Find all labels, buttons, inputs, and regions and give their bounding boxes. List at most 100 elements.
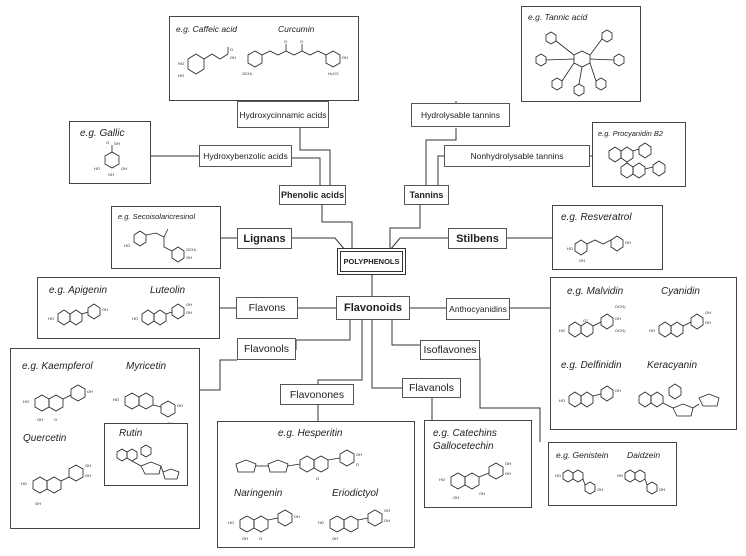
atom-o: O — [259, 536, 262, 541]
atom-oh: OH — [384, 508, 390, 513]
atom-ho: HO — [318, 520, 324, 525]
atom-oh: OH — [35, 501, 41, 506]
atom-oh: OH — [356, 452, 362, 457]
structure-tannic-acid — [535, 29, 625, 97]
atom-och3: OCH₃ — [242, 71, 253, 76]
atom-oh: OH — [705, 310, 711, 315]
atom-oh: OH — [121, 166, 127, 171]
atom-ho: HO — [113, 397, 119, 402]
example-box-gallic: e.g. Gallic OH O HO OH OH — [69, 121, 151, 184]
sub-flavanones: Flavonones — [280, 384, 354, 405]
structure-hesperitin: OH O O — [235, 449, 362, 481]
label-keracyanin: Keracyanin — [647, 360, 698, 371]
structure-luteolin: HO OH OH — [132, 302, 192, 326]
label-kaempferol: e.g. Kaempferol — [22, 361, 93, 372]
atom-oh: OH — [87, 389, 93, 394]
example-box-isoflavones: e.g. Genistein Daidzein HO OH HO OH — [548, 442, 677, 506]
atom-oh: OH — [705, 320, 711, 325]
atom-oh: OH — [659, 487, 665, 492]
atom-ho: HO — [649, 328, 655, 333]
atom-ho: HO — [567, 246, 573, 251]
label-myricetin: Myricetin — [126, 361, 167, 372]
atom-oh: OH — [505, 461, 511, 466]
atom-oh: OH — [579, 258, 585, 263]
atom-o: O — [106, 140, 109, 145]
structure-delfinidin: HO OH — [559, 385, 621, 408]
atom-och3: OCH₃ — [615, 304, 626, 309]
structure-apigenin: HO OH — [48, 303, 108, 326]
label-gallocetechin: Gallocetechin — [433, 441, 494, 452]
atom-oh: OH — [108, 172, 114, 177]
atom-oh: OH — [625, 240, 631, 245]
atom-oh: OH — [102, 307, 108, 312]
class-phenolic-acids: Phenolic acids — [279, 185, 346, 205]
atom-ho: HO — [94, 166, 100, 171]
structure-procyanidin — [608, 142, 666, 179]
atom-ho: HO — [559, 398, 565, 403]
structure-naringenin: HO OH OH O — [228, 509, 300, 541]
atom-o: O — [230, 47, 233, 52]
sub-flavons: Flavons — [236, 297, 298, 319]
structure-cyanidin: HO OH OH — [649, 310, 711, 338]
label-hesperitin: e.g. Hesperitin — [278, 428, 343, 439]
example-box-lignans: e.g. Secoisolaricresinol HO OH OCH₃ — [111, 206, 221, 269]
structure-catechin: HO OH OH OH OH — [439, 461, 511, 500]
label-daidzein: Daidzein — [627, 450, 661, 460]
label-gallic: e.g. Gallic — [80, 128, 125, 139]
sub-flavanols: Flavanols — [402, 378, 461, 398]
label-quercetin: Quercetin — [23, 433, 67, 444]
atom-ho: HO — [617, 473, 623, 478]
atom-oh: OH — [85, 463, 91, 468]
atom-oh: OH — [597, 487, 603, 492]
structure-myricetin: HO OH OH — [113, 392, 183, 426]
class-flavonoids: Flavonoids — [336, 296, 410, 320]
example-box-resveratrol: e.g. Resveratrol HO OH OH — [552, 205, 663, 270]
example-box-hydroxycinnamic: e.g. Caffeic acid Curcumin O OH HO HO O … — [169, 16, 359, 101]
atom-och3: OCH₃ — [186, 247, 197, 252]
label-secoisolariciresinol: e.g. Secoisolaricresinol — [118, 212, 196, 221]
atom-o: O — [54, 417, 57, 422]
label-malvidin: e.g. Malvidin — [567, 286, 624, 297]
example-box-anthocyanidins: e.g. Malvidin Cyanidin e.g. Delfinidin K… — [550, 277, 737, 430]
structure-eriodictyol: HO OH OH OH — [318, 508, 390, 541]
atom-ho: HO — [178, 73, 184, 78]
atom-h3co: H₃CO — [328, 71, 339, 76]
structure-daidzein: HO OH — [617, 469, 665, 495]
atom-oh: OH — [177, 403, 183, 408]
atom-oh: OH — [479, 491, 485, 496]
sub-hydroxybenzoic-acids: Hydroxybenzolic acids — [199, 145, 292, 167]
label-apigenin: e.g. Apigenin — [49, 285, 108, 296]
atom-ho: HO — [48, 316, 54, 321]
label-procyanidin-b2: e.g. Procyanidin B2 — [598, 129, 664, 138]
class-lignans: Lignans — [237, 228, 292, 249]
label-catechins: e.g. Catechins — [433, 428, 497, 439]
example-box-procyanidin: e.g. Procyanidin B2 — [592, 122, 686, 187]
atom-oh: OH — [37, 417, 43, 422]
structure-quercetin: HO OH OH OH — [21, 463, 91, 506]
structure-rutin — [116, 444, 180, 480]
label-rutin: Rutin — [119, 428, 143, 439]
label-delfinidin: e.g. Delfinidin — [561, 360, 622, 371]
atom-oh: OH — [505, 471, 511, 476]
atom-ho: HO — [555, 473, 561, 478]
atom-o: O — [356, 462, 359, 467]
example-box-flavons: e.g. Apigenin Luteolin HO OH HO OH OH — [37, 277, 220, 339]
sub-nonhydrolysable-tannins: Nonhydrolysable tannins — [444, 145, 590, 167]
atom-ho: HO — [178, 61, 184, 66]
example-box-tannic-acid: e.g. Tannic acid — [521, 6, 641, 102]
atom-oh: OH — [186, 310, 192, 315]
sub-hydrolysable-tannins: Hydrolysable tannins — [411, 103, 510, 127]
atom-oh: OH — [186, 255, 192, 260]
structure-kaempferol: HO OH OH O — [23, 384, 93, 422]
label-cyanidin: Cyanidin — [661, 286, 700, 297]
atom-oh: OH — [294, 514, 300, 519]
sub-anthocyanidins: Anthocyanidins — [446, 298, 510, 320]
label-naringenin: Naringenin — [234, 488, 283, 499]
example-box-flavanols: e.g. Catechins Gallocetechin HO OH OH OH… — [424, 420, 532, 508]
atom-oh: OH — [230, 55, 236, 60]
sub-hydroxycinnamic-acids: Hydroxycinnamic acids — [237, 101, 329, 128]
atom-o: O — [300, 39, 303, 44]
structure-keracyanin — [638, 383, 720, 417]
atom-ho: HO — [132, 316, 138, 321]
